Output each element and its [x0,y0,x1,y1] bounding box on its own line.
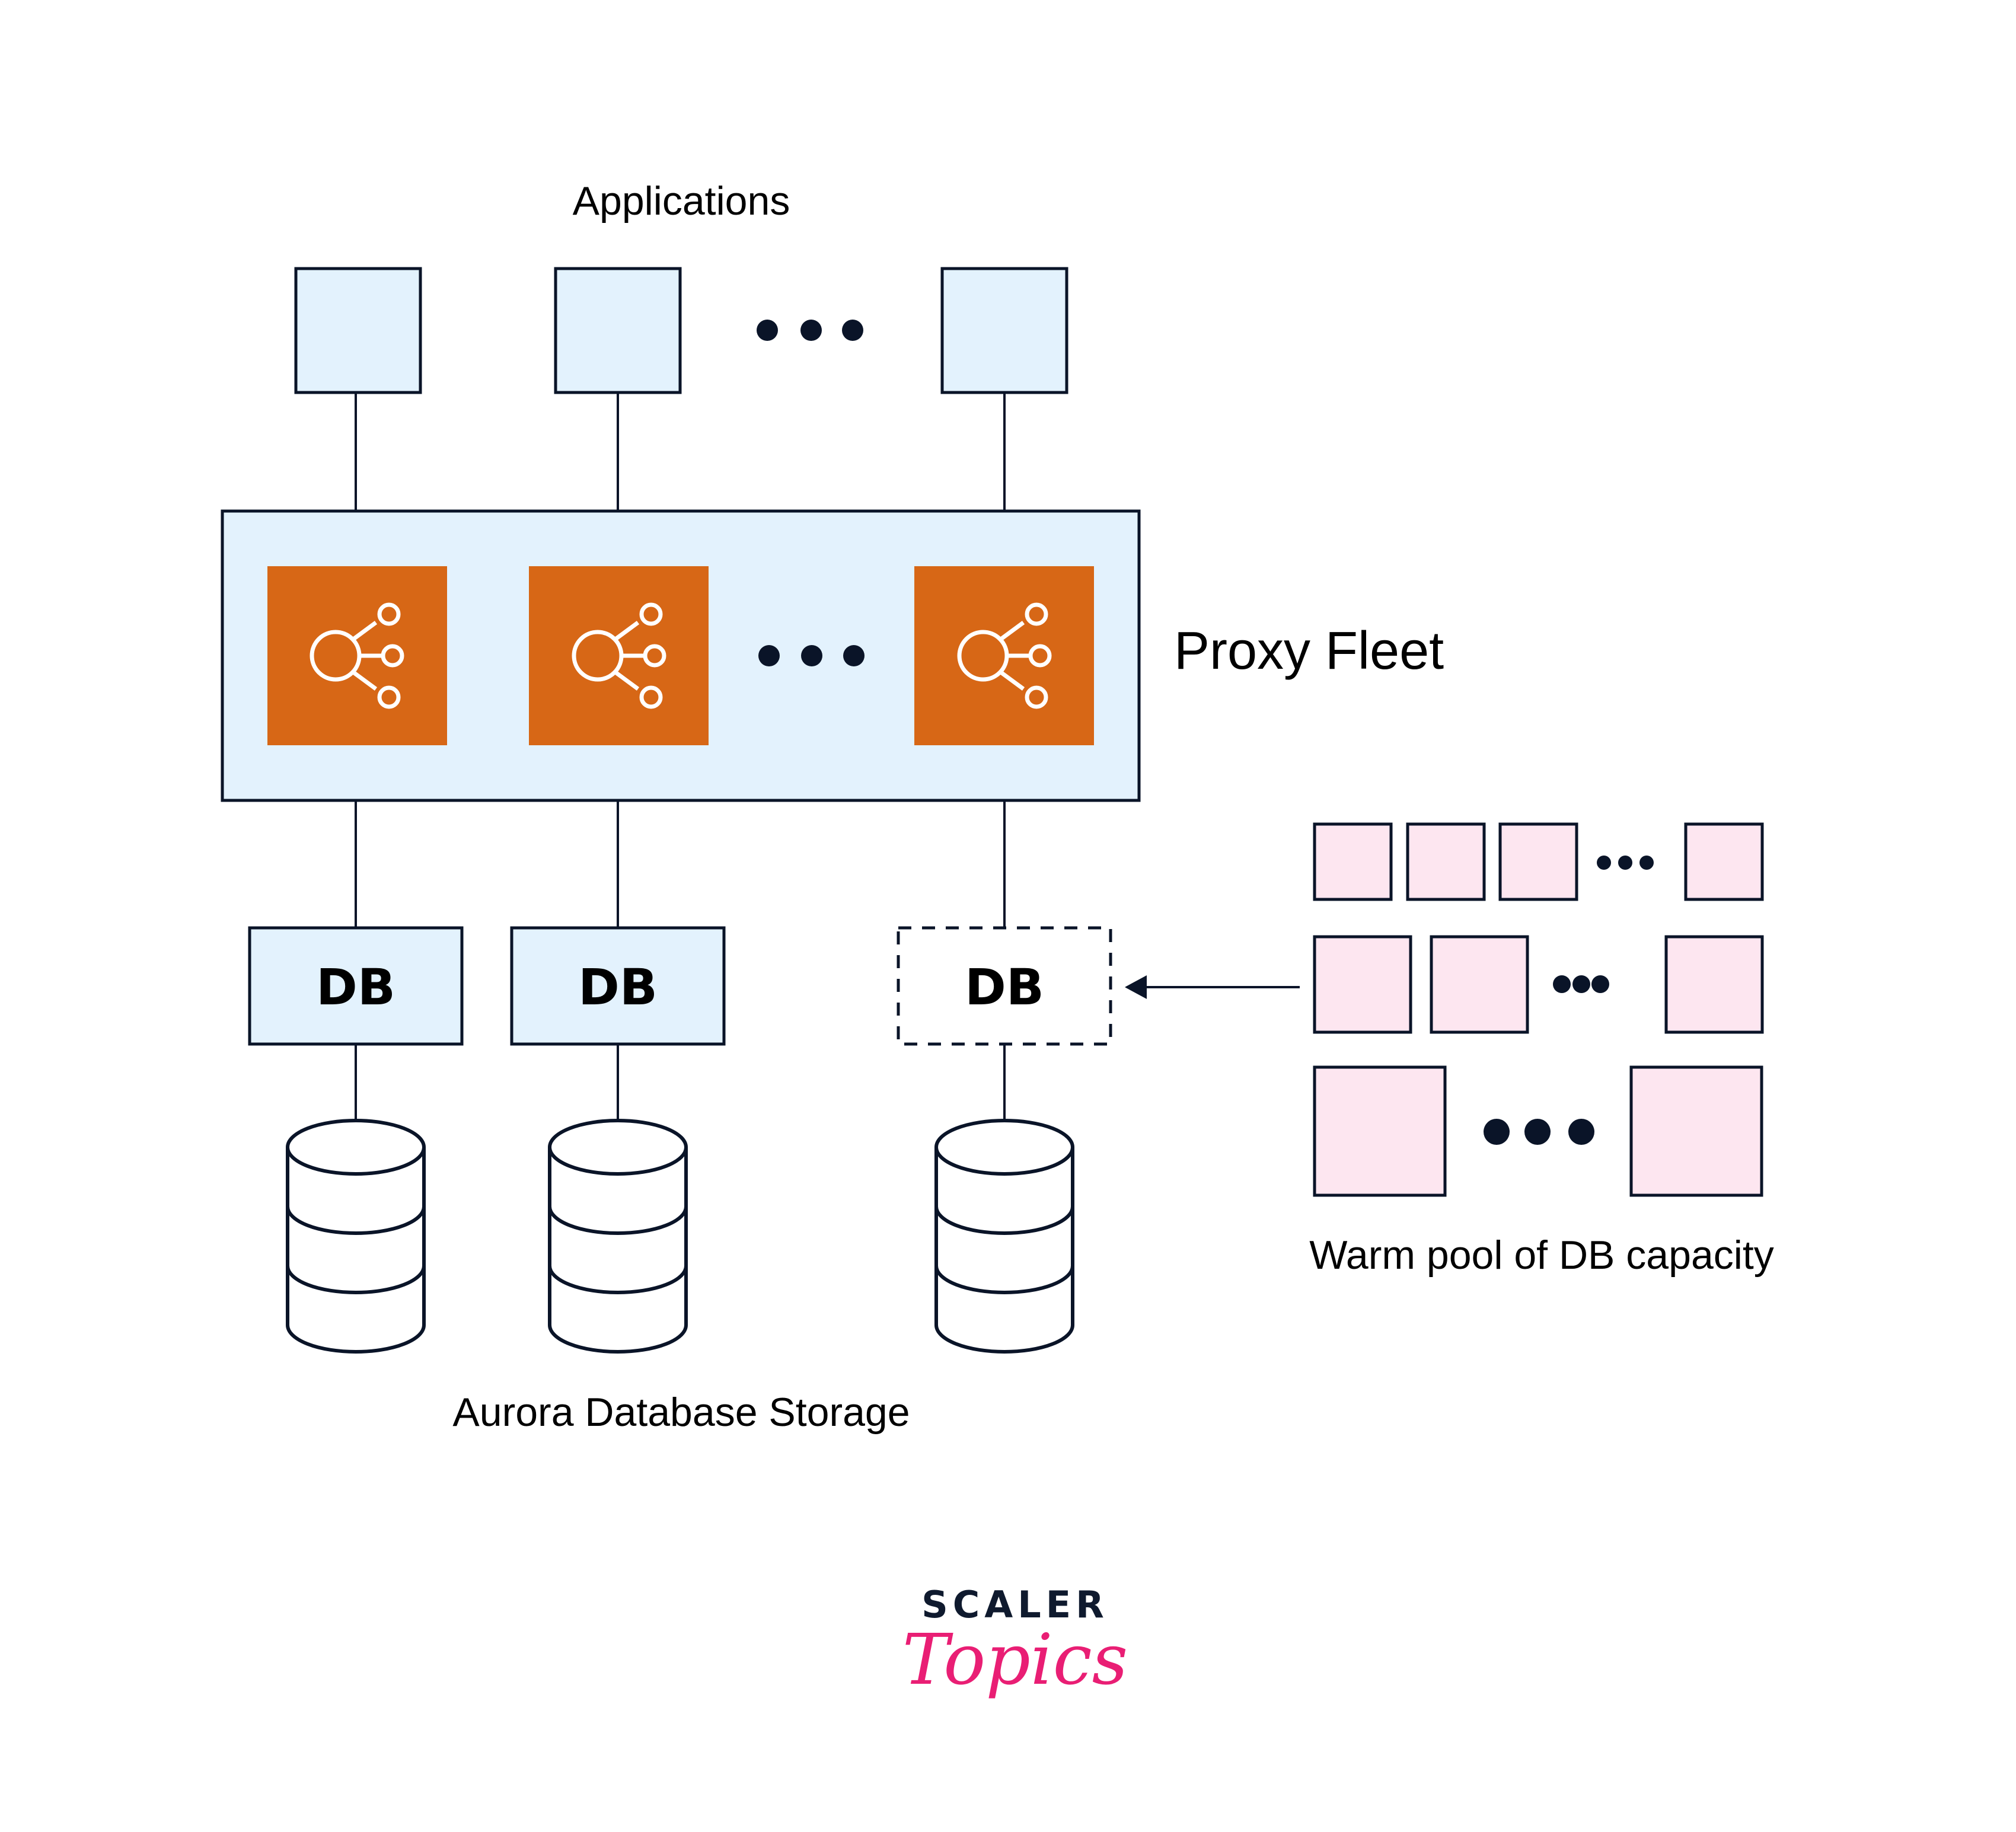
applications-ellipsis-icon [757,320,863,341]
warm-instance-large[interactable] [1629,1065,1763,1197]
warm-instance-large[interactable] [1313,1065,1447,1197]
database-cylinder-icon [550,1121,686,1352]
ellipsis-icon [1553,975,1609,993]
warm-pool-label: Warm pool of DB capacity [1309,1233,1774,1278]
application-box-n[interactable] [940,267,1068,394]
applications-label: Applications [573,178,790,224]
ellipsis-icon [1597,856,1654,870]
proxy-db-connectors [355,800,1006,928]
brand-topics: Topics [902,1619,1128,1700]
warm-instance-small[interactable] [1498,822,1578,901]
db-instance-provisioning[interactable]: DB [897,926,1112,1046]
storage-label: Aurora Database Storage [452,1390,910,1435]
proxy-node-n[interactable] [914,566,1094,745]
warm-instance-small[interactable] [1313,822,1393,901]
app-proxy-connectors [355,392,1006,511]
database-cylinder-icon [936,1121,1073,1352]
warm-instance-small[interactable] [1406,822,1486,901]
proxies-ellipsis-icon [758,645,865,666]
proxy-node-1[interactable] [267,566,447,745]
warm-instance-medium[interactable] [1664,935,1764,1034]
warm-instance-small[interactable] [1684,822,1764,901]
scaler-topics-logo: SCALER Topics [902,1583,1128,1700]
brand-scaler: SCALER [921,1583,1109,1626]
warm-instance-medium[interactable] [1313,935,1412,1034]
db-label: DB [965,958,1044,1016]
db-label: DB [316,958,395,1016]
warm-pool [1313,822,1764,1197]
arrow-head-icon [1125,975,1147,999]
warm-instance-medium[interactable] [1430,935,1529,1034]
proxy-fleet-label: Proxy Fleet [1174,621,1444,681]
application-box-1[interactable] [294,267,422,394]
db-label: DB [578,958,658,1016]
db-instance-1[interactable]: DB [248,926,464,1046]
proxy-node-2[interactable] [529,566,709,745]
db-instance-2[interactable]: DB [510,926,726,1046]
ellipsis-icon [1484,1119,1594,1145]
application-box-2[interactable] [554,267,682,394]
database-cylinder-icon [288,1121,424,1352]
